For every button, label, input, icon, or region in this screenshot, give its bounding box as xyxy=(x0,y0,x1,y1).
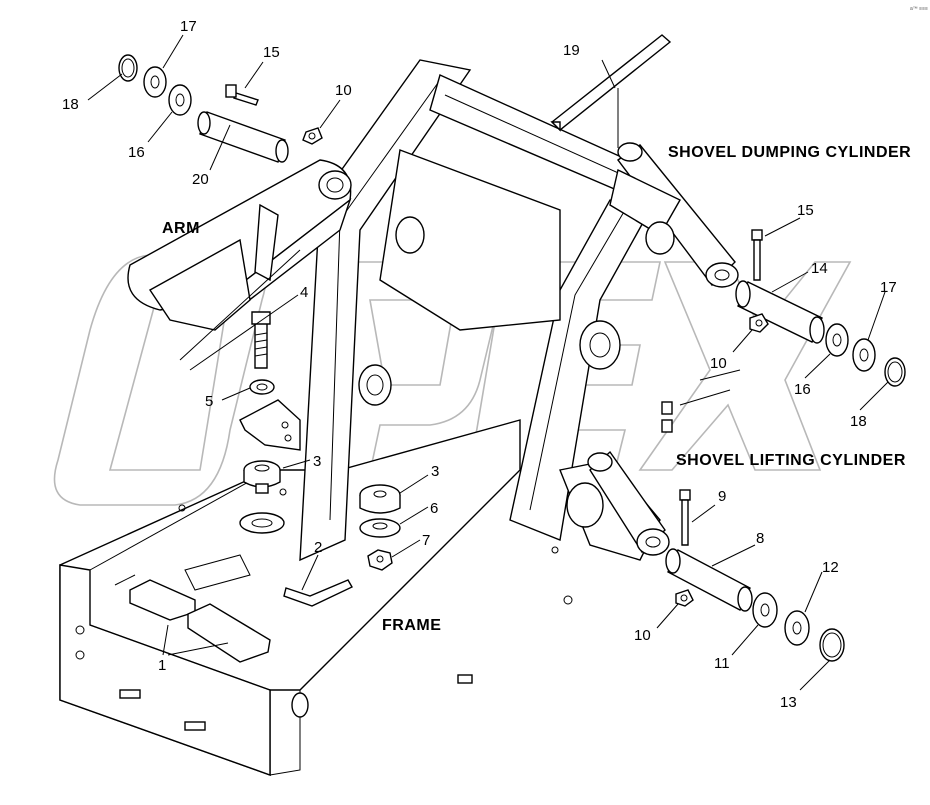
callout-17-right: 17 xyxy=(880,279,897,296)
callout-9: 9 xyxy=(718,488,726,505)
arm-body xyxy=(127,159,352,361)
part-11-washer xyxy=(752,592,778,628)
part-18-snap-ring-left xyxy=(118,54,138,82)
part-15-bolt-right xyxy=(751,229,763,281)
shovel-dumping-cylinder xyxy=(609,142,739,288)
callout-18-right: 18 xyxy=(850,413,867,430)
callout-6: 6 xyxy=(430,500,438,517)
callout-10-top: 10 xyxy=(335,82,352,99)
callout-8: 8 xyxy=(756,530,764,547)
part-8-pin xyxy=(665,548,753,612)
part-6-spacer xyxy=(359,518,401,538)
part-20-pin xyxy=(197,111,289,163)
callout-14: 14 xyxy=(811,260,828,277)
callout-15-right: 15 xyxy=(797,202,814,219)
callout-3-left: 3 xyxy=(313,453,321,470)
part-10-nut-right-upper xyxy=(749,313,769,333)
part-18-snap-ring-right xyxy=(884,357,906,387)
bracket xyxy=(239,399,301,451)
part-12-washer xyxy=(784,610,810,646)
callout-15-left: 15 xyxy=(263,44,280,61)
callout-7: 7 xyxy=(422,532,430,549)
part-13-snap-ring xyxy=(819,628,845,662)
part-7-nut xyxy=(367,549,393,571)
callout-18-left: 18 xyxy=(62,96,79,113)
callout-13: 13 xyxy=(780,694,797,711)
frame-title: FRAME xyxy=(382,617,441,634)
part-1-pads xyxy=(129,579,271,663)
callout-16-right: 16 xyxy=(794,381,811,398)
part-17-washer-left xyxy=(143,66,167,98)
part-16-washer-right xyxy=(825,323,849,357)
callout-12: 12 xyxy=(822,559,839,576)
callout-4: 4 xyxy=(300,284,308,301)
callout-11: 11 xyxy=(714,655,730,672)
shovel-dumping-cylinder-title: SHOVEL DUMPING CYLINDER xyxy=(668,144,911,161)
callout-19: 19 xyxy=(563,42,580,59)
part-3-mount-left xyxy=(243,460,281,494)
part-2-hex-key xyxy=(283,579,353,607)
part-14-pin xyxy=(735,280,825,344)
callout-1: 1 xyxy=(158,657,166,674)
callout-17-left: 17 xyxy=(180,18,197,35)
leader-lines xyxy=(87,34,889,691)
part-10-nut-top xyxy=(302,127,323,145)
arm-title: ARM xyxy=(162,220,200,237)
shovel-lifting-cylinder-title: SHOVEL LIFTING CYLINDER xyxy=(676,452,906,469)
shovel-lifting-cylinder xyxy=(587,450,670,556)
callout-5: 5 xyxy=(205,393,213,410)
callout-20: 20 xyxy=(192,171,209,188)
part-9-bolt xyxy=(679,489,691,546)
callout-2: 2 xyxy=(314,539,322,556)
part-19-bar xyxy=(550,34,672,132)
part-17-washer-right xyxy=(852,338,876,372)
part-3-mount-right xyxy=(359,484,401,514)
corner-mark: a™ ≡≡≡ xyxy=(910,6,928,12)
part-4-bolt xyxy=(251,311,271,369)
part-10-nut-right-lower xyxy=(675,589,694,607)
part-16-washer-left xyxy=(168,84,192,116)
callout-10-right-lower: 10 xyxy=(634,627,651,644)
callout-10-right-upper: 10 xyxy=(710,355,727,372)
part-15-bolt-left xyxy=(225,84,259,106)
callout-16-left: 16 xyxy=(128,144,145,161)
part-5-washer xyxy=(249,379,275,395)
callout-3-right: 3 xyxy=(431,463,439,480)
